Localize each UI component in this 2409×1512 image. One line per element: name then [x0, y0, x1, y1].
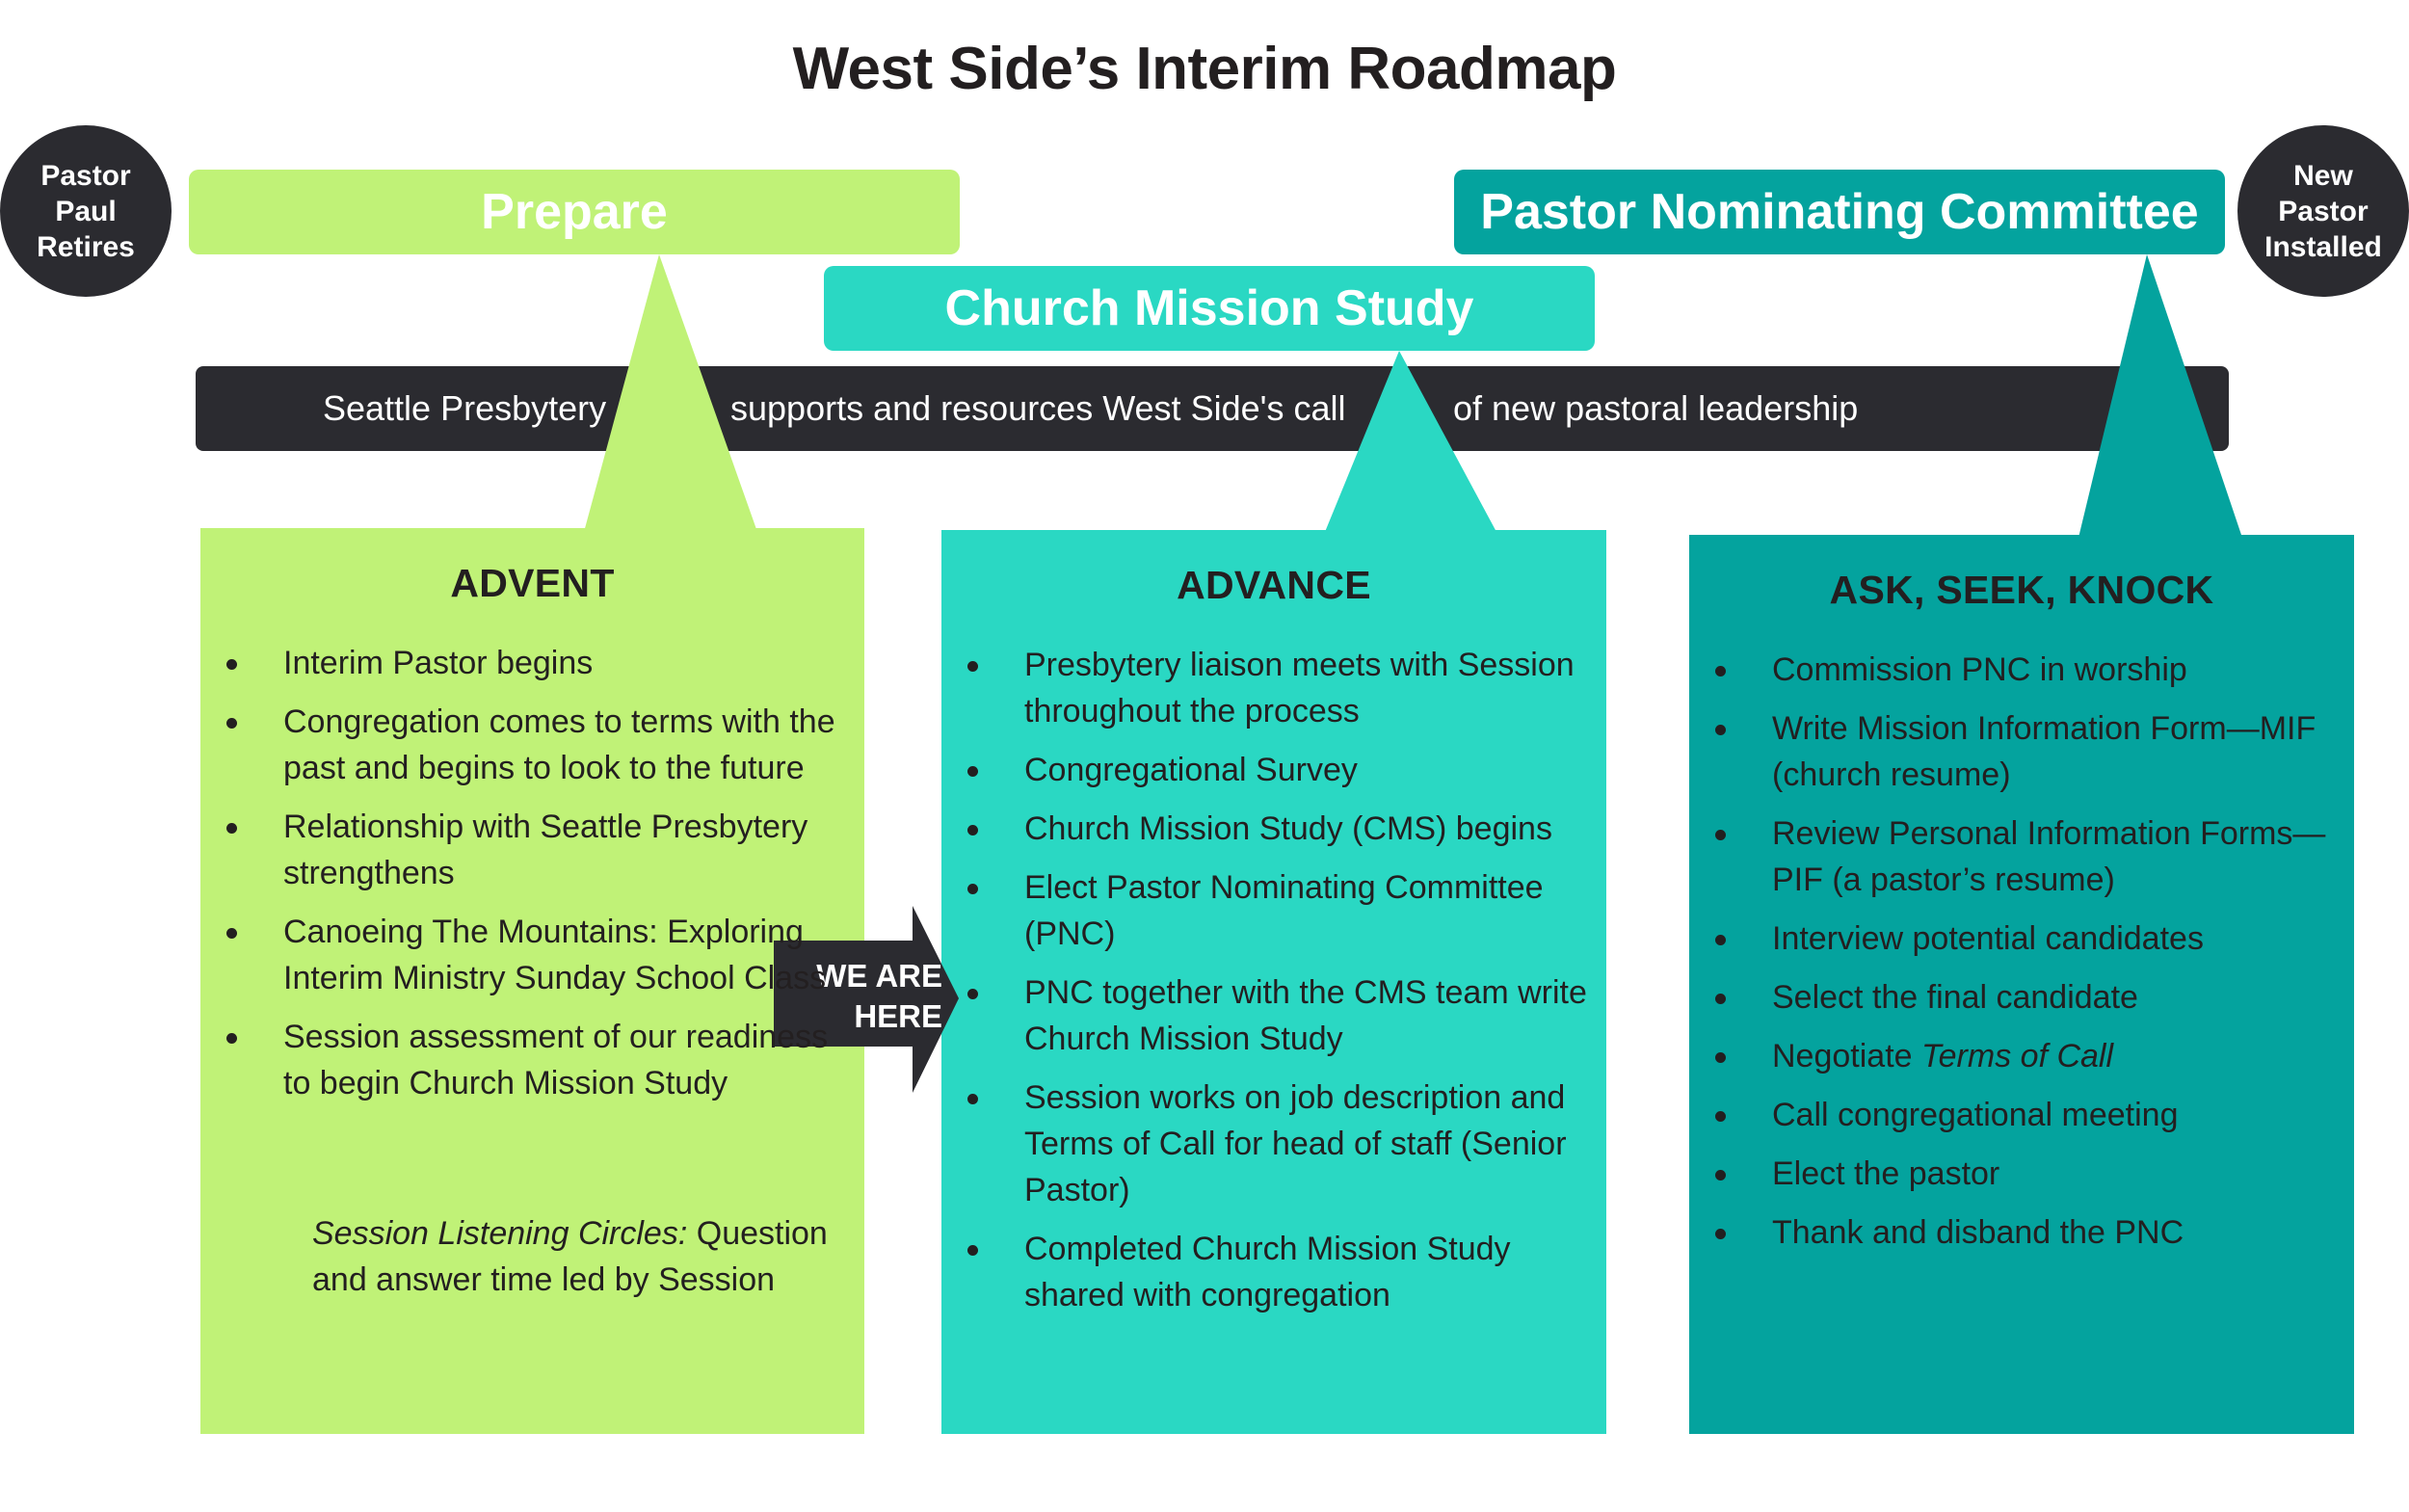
advance-panel: [941, 530, 1606, 1434]
advance-column: ADVANCE Presbytery liaison meets with Se…: [941, 530, 1606, 1434]
list-item: PNC together with the CMS team write Chu…: [941, 969, 1597, 1062]
phase-pastor-nominating-committee: Pastor Nominating Committee: [1454, 170, 2225, 254]
advance-heading: ADVANCE: [1177, 563, 1371, 607]
banner-text-part3: of new pastoral leadership: [1453, 388, 1859, 428]
list-item: Write Mission Information Form—MIF (chur…: [1689, 705, 2344, 798]
listening-circles-text: Question and answer time led by Session: [312, 1215, 828, 1298]
advent-list: Interim Pastor begins Congregation comes…: [200, 640, 836, 1119]
we-are-here-label: WE ARE HERE: [816, 958, 942, 1034]
advent-panel: [200, 528, 864, 1434]
cms-pointer: [1325, 351, 1496, 532]
list-item: Canoeing The Mountains: Exploring Interi…: [200, 909, 836, 1001]
list-item: Call congregational meeting: [1689, 1092, 2344, 1138]
ask-seek-knock-list: Commission PNC in worship Write Mission …: [1689, 647, 2344, 1268]
list-item: Congregational Survey: [941, 747, 1597, 793]
list-item: Review Personal Information Forms—PIF (a…: [1689, 810, 2344, 903]
advent-column: ADVENT Interim Pastor begins Congregatio…: [200, 528, 864, 1434]
phase-church-mission-study: Church Mission Study: [824, 266, 1595, 351]
start-milestone-circle: Pastor Paul Retires: [0, 125, 172, 297]
list-item: Session works on job description and Ter…: [941, 1074, 1597, 1213]
list-item: Interview potential candidates: [1689, 915, 2344, 962]
banner-text-part2: supports and resources West Side's call: [730, 388, 1346, 428]
list-item: Church Mission Study (CMS) begins: [941, 806, 1597, 852]
list-item: Elect Pastor Nominating Committee (PNC): [941, 864, 1597, 957]
presbytery-banner: Seattle Presbytery supports and resource…: [196, 366, 2229, 451]
pnc-pointer: [2078, 254, 2242, 538]
negotiate-text: Negotiate: [1772, 1038, 1921, 1074]
list-item: Negotiate Terms of Call: [1689, 1033, 2344, 1079]
list-item: Session assessment of our readiness to b…: [200, 1014, 836, 1106]
we-are-here-arrow: [774, 906, 959, 1093]
ask-seek-knock-panel: [1689, 535, 2354, 1434]
listening-circles-title: Session Listening Circles:: [312, 1215, 688, 1252]
list-item: Relationship with Seattle Presbytery str…: [200, 804, 836, 896]
end-milestone-circle: New Pastor Installed: [2237, 125, 2409, 297]
list-item: Completed Church Mission Study shared wi…: [941, 1226, 1597, 1318]
list-item: Elect the pastor: [1689, 1151, 2344, 1197]
advent-heading: ADVENT: [450, 561, 615, 605]
ask-seek-knock-column: ASK, SEEK, KNOCK Commission PNC in worsh…: [1689, 535, 2354, 1434]
list-item: Thank and disband the PNC: [1689, 1209, 2344, 1256]
list-item: Commission PNC in worship: [1689, 647, 2344, 693]
list-item: Select the final candidate: [1689, 974, 2344, 1021]
phase-prepare: Prepare: [189, 170, 960, 254]
prepare-pointer: [584, 254, 757, 532]
advance-list: Presbytery liaison meets with Session th…: [941, 642, 1597, 1331]
ask-seek-knock-heading: ASK, SEEK, KNOCK: [1829, 568, 2214, 612]
terms-of-call-text: Terms of Call: [1921, 1038, 2114, 1074]
list-item: Interim Pastor begins: [200, 640, 836, 686]
page-title: West Side’s Interim Roadmap: [792, 36, 1617, 102]
listening-circles-note: Session Listening Circles: Question and …: [312, 1210, 833, 1303]
list-item: Presbytery liaison meets with Session th…: [941, 642, 1597, 734]
banner-text-part1: Seattle Presbytery: [323, 388, 607, 428]
list-item: Congregation comes to terms with the pas…: [200, 699, 836, 791]
